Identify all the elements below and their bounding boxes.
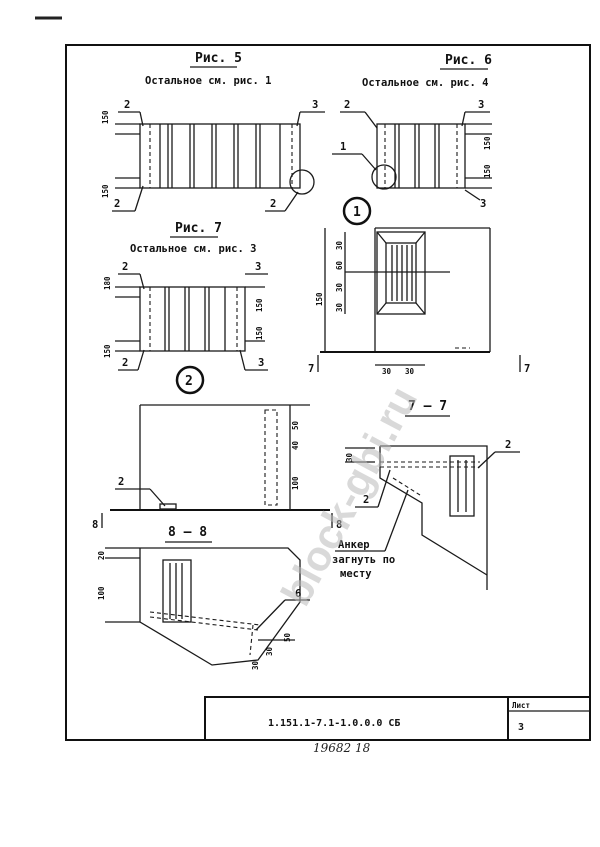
section-8-8: 8 – 8 20 100 30 30 50 6: [97, 525, 310, 670]
dim: 30: [335, 302, 344, 312]
fig6-subtitle: Остальное см. рис. 4: [362, 77, 488, 89]
node-1-detail: 30 60 30 30 150 30 30 7 7: [308, 227, 530, 376]
figure-6: Рис. 6 Остальное см. рис. 4 150 150 2 3 …: [332, 53, 492, 210]
section-mark: 7: [524, 363, 530, 375]
dim: 30: [335, 282, 344, 292]
dim: 30: [265, 646, 274, 656]
callout: 2: [118, 476, 124, 488]
fig5-title: Рис. 5: [195, 51, 242, 66]
sheet-number: 3: [518, 722, 524, 733]
dim: 30: [251, 660, 260, 670]
document-code: 1.151.1-7.1-1.0.0.0 СБ: [268, 718, 400, 729]
callout: 2: [122, 261, 128, 273]
callout: 2: [114, 198, 120, 210]
node-1-marker: [342, 196, 372, 226]
fig6-title: Рис. 6: [445, 53, 492, 68]
dim: 150: [101, 184, 110, 198]
callout: 2: [505, 439, 511, 451]
section-mark: 8: [336, 519, 342, 531]
callout: 3: [255, 261, 261, 273]
dim: 150: [315, 292, 324, 306]
title-block: 1.151.1-7.1-1.0.0.0 СБ Лист 3: [204, 696, 591, 741]
anchor-note-line: месту: [340, 568, 372, 580]
anchor-note-title: Анкер: [338, 539, 370, 551]
dim: 50: [283, 632, 292, 642]
dim: 30: [335, 240, 344, 250]
dim: 50: [291, 420, 300, 430]
node-2-label: 2: [185, 374, 193, 389]
section-mark: 7: [308, 363, 314, 375]
dim: 150: [103, 344, 112, 358]
figure-5: Рис. 5 Остальное см. рис. 1 150 150 2 3 …: [101, 51, 325, 212]
callout: 3: [312, 99, 318, 111]
dim: 40: [291, 440, 300, 450]
dim: 100: [97, 586, 106, 600]
figure-7: Рис. 7 Остальное см. рис. 3 180 150 150 …: [103, 221, 268, 371]
callout: 2: [344, 99, 350, 111]
dim: 150: [101, 110, 110, 124]
callout: 1: [340, 141, 346, 153]
callout: 2: [363, 494, 369, 506]
dim: 180: [103, 276, 112, 290]
dim: 150: [483, 136, 492, 150]
anchor-note-line: загнуть по: [332, 554, 395, 566]
dim: 20: [97, 550, 106, 560]
drawing-frame: [65, 44, 591, 741]
callout: 3: [480, 198, 486, 210]
section-7-7-title: 7 – 7: [408, 399, 447, 414]
callout: 3: [478, 99, 484, 111]
dim: 60: [335, 260, 344, 270]
sheet-label: Лист: [512, 701, 530, 710]
fig5-subtitle: Остальное см. рис. 1: [145, 75, 271, 87]
dim: 30: [382, 367, 392, 376]
callout: 2: [122, 357, 128, 369]
dim: 100: [291, 476, 300, 490]
node-2-detail: 50 40 100 2 8 8: [92, 404, 342, 531]
section-8-8-title: 8 – 8: [168, 525, 207, 540]
dim: 30: [345, 452, 354, 462]
handwritten-number: 19682 18: [313, 741, 371, 755]
callout: 2: [124, 99, 130, 111]
fig7-subtitle: Остальное см. рис. 3: [130, 243, 256, 255]
callout: 6: [295, 588, 301, 600]
callout: 2: [270, 198, 276, 210]
node-1-label: 1: [353, 205, 361, 220]
dim: 150: [255, 326, 264, 340]
dim: 150: [483, 164, 492, 178]
dim: 150: [255, 298, 264, 312]
section-7-7: 7 – 7 30 2 2 Анкер загнуть по месту: [332, 399, 520, 590]
section-mark: 8: [92, 519, 98, 531]
callout: 3: [258, 357, 264, 369]
fig7-title: Рис. 7: [175, 221, 222, 236]
dim: 30: [405, 367, 415, 376]
node-2-marker: [175, 365, 205, 395]
